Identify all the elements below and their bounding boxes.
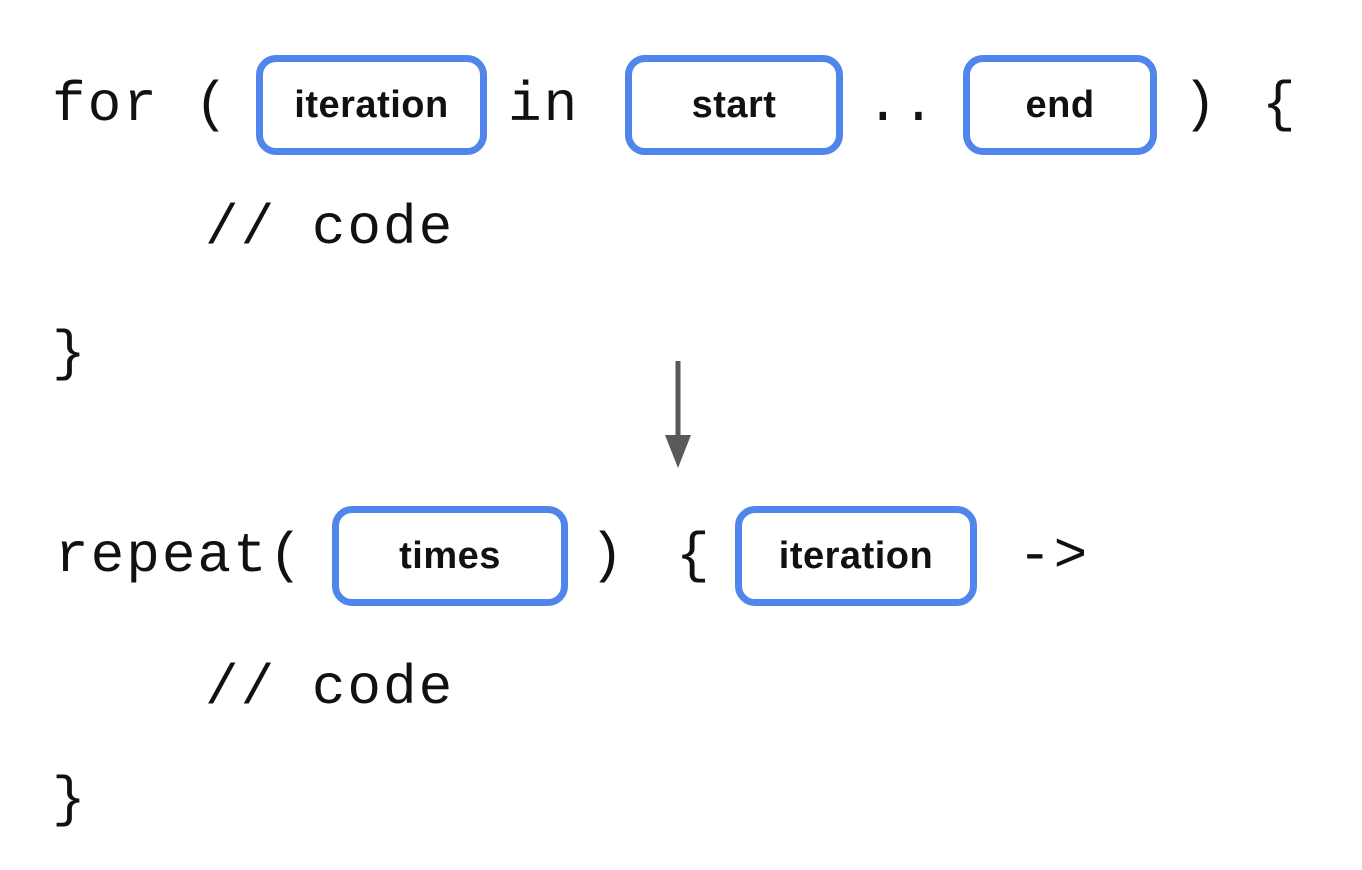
times-placeholder-label: times [399, 535, 501, 577]
for-body-comment: // code [205, 196, 455, 260]
repeat-open-brace: { [676, 524, 712, 588]
iteration-placeholder-chip: iteration [256, 55, 487, 155]
iteration-placeholder-label: iteration [294, 84, 449, 126]
end-placeholder-chip: end [963, 55, 1157, 155]
for-keyword: for ( [52, 73, 231, 137]
repeat-body-comment: // code [205, 656, 455, 720]
times-placeholder-chip: times [332, 506, 568, 606]
end-placeholder-label: end [1025, 84, 1095, 126]
down-arrow-icon [657, 361, 699, 469]
for-close-brace: } [52, 322, 88, 386]
for-close-paren: ) [1183, 73, 1219, 137]
for-open-brace: { [1262, 73, 1298, 137]
lambda-iteration-placeholder-label: iteration [778, 535, 934, 577]
lambda-iteration-placeholder-chip: iteration [735, 506, 977, 606]
lambda-arrow-operator: -> [1018, 524, 1090, 588]
repeat-keyword: repeat( [55, 524, 305, 588]
in-keyword: in [508, 73, 580, 137]
range-operator: .. [866, 73, 938, 137]
repeat-close-brace: } [52, 768, 88, 832]
start-placeholder-chip: start [625, 55, 843, 155]
start-placeholder-label: start [691, 84, 777, 126]
repeat-close-paren: ) [590, 524, 626, 588]
